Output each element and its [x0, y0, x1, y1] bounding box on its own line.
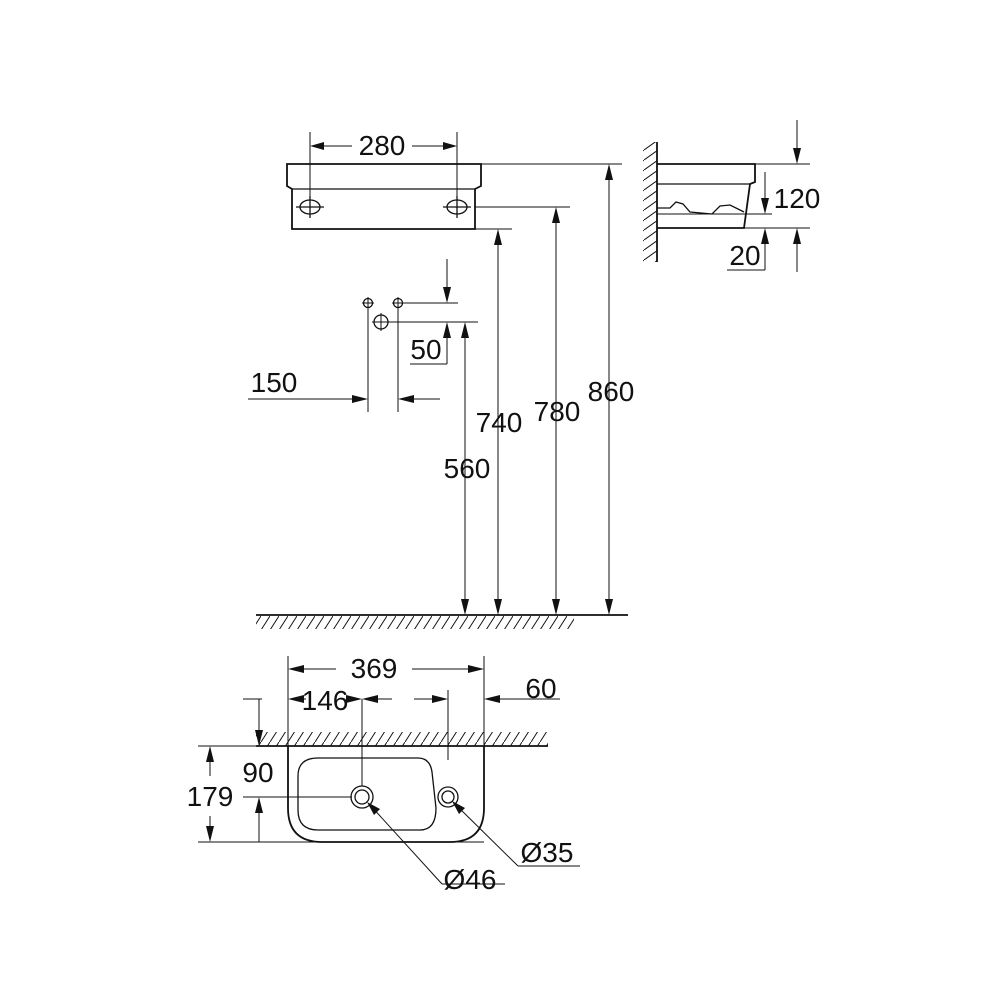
- floor-line: [256, 614, 628, 629]
- dim-780: 780: [534, 396, 581, 427]
- dim-560: 560: [444, 453, 491, 484]
- dim-20: 20: [729, 240, 760, 271]
- dim-150: 150: [251, 367, 298, 398]
- dim-90: 90: [242, 757, 273, 788]
- dim-369: 369: [351, 653, 398, 684]
- side-view: 120 20: [643, 120, 820, 272]
- mounting-hole-right: [443, 196, 471, 218]
- mounting-hole-left: [296, 196, 324, 218]
- waste-point: [372, 313, 478, 331]
- dim-179: 179: [187, 781, 234, 812]
- dim-60: 60: [525, 673, 556, 704]
- dim-dia-35: Ø35: [521, 837, 574, 868]
- dim-146: 146: [302, 685, 349, 716]
- tap-hole: [437, 786, 459, 808]
- height-dimensions: 860 780 740 560: [444, 164, 635, 615]
- basin-bowl-outline: [297, 757, 437, 831]
- dim-dia-46: Ø46: [444, 864, 497, 895]
- basin-front-outline: [286, 163, 482, 230]
- front-view: 280: [286, 130, 622, 230]
- dim-860: 860: [588, 376, 635, 407]
- dim-740: 740: [476, 407, 523, 438]
- dim-280: 280: [359, 130, 406, 161]
- basin-plan-outline: [287, 746, 485, 843]
- dim-120: 120: [774, 183, 821, 214]
- plan-view: 369 146 60 90 179 Ø4: [187, 653, 580, 895]
- basin-side-outline: [657, 163, 756, 229]
- supply-point-left: [362, 297, 374, 412]
- dim-50: 50: [410, 334, 441, 365]
- supply-connections: 50 150: [248, 259, 478, 412]
